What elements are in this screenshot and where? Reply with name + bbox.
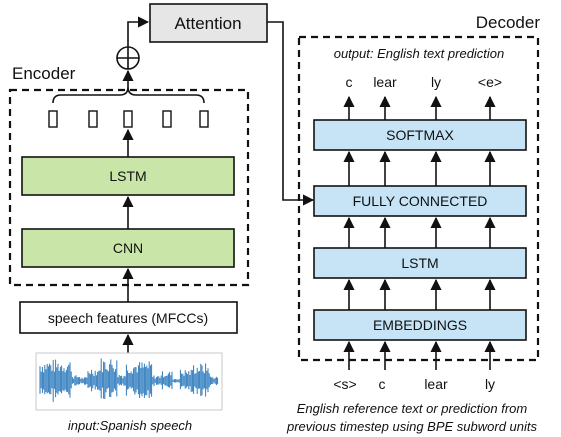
softmax-output-arrows	[343, 95, 496, 120]
embeddings-to-lstm-arrows	[343, 278, 496, 310]
decoder-lstm-label: LSTM	[401, 255, 438, 271]
embeddings-label: EMBEDDINGS	[373, 317, 467, 333]
input-token: <s>	[333, 376, 356, 392]
decoder-lstm-block	[313, 247, 527, 279]
input-token: c	[379, 376, 386, 392]
decoder-caption-line1: English reference text or prediction fro…	[297, 401, 528, 416]
fully-connected-label: FULLY CONNECTED	[353, 193, 488, 209]
output-token: lear	[373, 74, 397, 90]
encoder-lstm-block	[21, 156, 235, 196]
speech-features-label: speech features (MFCCs)	[48, 310, 208, 326]
input-token: ly	[485, 376, 495, 392]
decoder-title: Decoder	[476, 13, 541, 32]
speech-features-box	[19, 301, 238, 334]
embeddings-block	[313, 309, 527, 341]
output-token: ly	[431, 74, 441, 90]
softmax-block	[313, 119, 527, 151]
encoder-border	[8, 88, 250, 287]
hidden-state-rect-icon	[162, 110, 172, 128]
attention-to-fc-arrow	[267, 21, 315, 206]
circle-plus-icon	[116, 46, 140, 70]
input-token: lear	[424, 376, 448, 392]
fully-connected-block	[313, 185, 527, 217]
attention-box	[149, 3, 268, 43]
input-to-embeddings-arrows	[343, 340, 496, 370]
decoder-border	[297, 35, 540, 362]
softmax-label: SOFTMAX	[386, 127, 454, 143]
output-token: <e>	[478, 74, 502, 90]
encoder-cnn-block	[21, 228, 235, 268]
decoder-caption-line2: previous timestep using BPE subword unit…	[286, 419, 538, 434]
lstm-to-fc-arrows	[343, 216, 496, 248]
concat-to-attention-arrow	[127, 16, 150, 47]
hidden-state-rect-icon	[48, 110, 58, 128]
hidden-state-rect-icon	[199, 110, 209, 128]
input-caption: input:Spanish speech	[68, 418, 192, 433]
hidden-state-rect-icon	[88, 110, 98, 128]
attention-label: Attention	[174, 14, 241, 33]
waveform-image	[35, 352, 223, 411]
fc-to-softmax-arrows	[343, 150, 496, 186]
output-caption: output: English text prediction	[334, 46, 505, 61]
output-token: c	[346, 74, 353, 90]
hidden-state-rect-icon	[123, 110, 133, 128]
encoder-title: Encoder	[12, 64, 76, 83]
encoder-lstm-label: LSTM	[109, 168, 146, 184]
encoder-cnn-label: CNN	[113, 240, 143, 256]
